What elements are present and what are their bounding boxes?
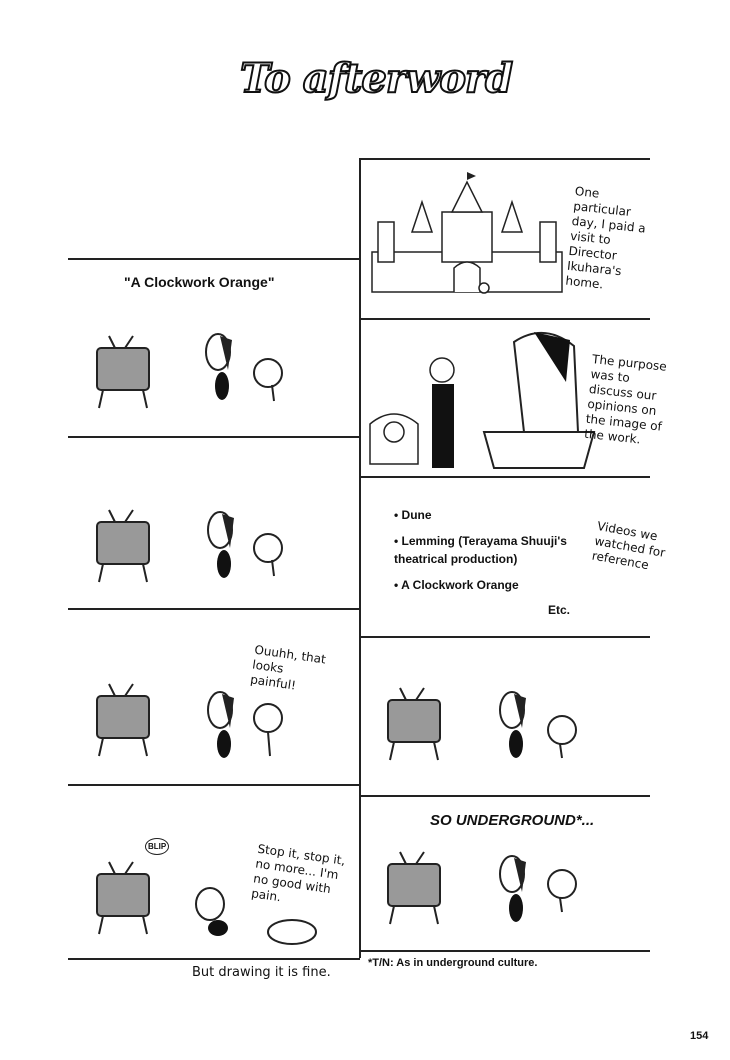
character-figure bbox=[205, 333, 232, 400]
narration-text: One particular day, I paid a visit to Di… bbox=[564, 184, 647, 292]
footer-text: But drawing it is fine. bbox=[192, 965, 331, 980]
tv-illustration bbox=[96, 683, 150, 757]
panel-border bbox=[360, 795, 650, 797]
panel-border bbox=[68, 608, 360, 610]
list-item: A Clockwork Orange bbox=[394, 576, 614, 594]
translator-note: *T/N: As in underground culture. bbox=[368, 957, 538, 969]
character-face bbox=[547, 869, 577, 913]
speech-text: Stop it, stop it, no more... I'm no good… bbox=[250, 841, 347, 905]
list-item: Lemming (Terayama Shuuji's theatrical pr… bbox=[394, 532, 614, 568]
page-number: 154 bbox=[690, 1030, 709, 1042]
panel-border bbox=[68, 258, 360, 260]
panel-border bbox=[68, 958, 360, 960]
castle-illustration bbox=[371, 172, 563, 294]
panel-border bbox=[68, 784, 360, 786]
panel-border bbox=[360, 318, 650, 320]
character-lying bbox=[267, 919, 317, 945]
sound-effect: BLIP bbox=[145, 838, 170, 855]
panel-border bbox=[360, 950, 650, 952]
narration-text: The purpose was to discuss our opinions … bbox=[583, 352, 668, 447]
panel-caption: SO UNDERGROUND*... bbox=[430, 812, 595, 829]
character-figure bbox=[207, 511, 234, 578]
video-list: Dune Lemming (Terayama Shuuji's theatric… bbox=[394, 506, 614, 602]
tv-illustration bbox=[387, 687, 441, 761]
panel-divider bbox=[359, 158, 361, 958]
panel-border bbox=[360, 158, 650, 160]
character-figure bbox=[499, 855, 526, 922]
panel-border bbox=[360, 476, 650, 478]
panel-border bbox=[68, 436, 360, 438]
character-figure bbox=[195, 887, 228, 936]
butler-figure bbox=[429, 357, 455, 468]
character-figure bbox=[499, 691, 526, 758]
character-face bbox=[253, 358, 283, 402]
tv-illustration bbox=[96, 509, 150, 583]
tv-illustration bbox=[387, 851, 441, 925]
character-face bbox=[547, 715, 577, 759]
page-title: To afterword bbox=[239, 54, 514, 103]
panel-border bbox=[360, 636, 650, 638]
character-closeup bbox=[482, 331, 596, 469]
speech-text: Ouuhh, that looks painful! bbox=[249, 642, 327, 693]
etc-text: Etc. bbox=[548, 603, 571, 617]
tv-illustration bbox=[96, 861, 150, 935]
character-figure bbox=[207, 691, 234, 758]
list-item: Dune bbox=[394, 506, 614, 524]
tv-illustration bbox=[96, 335, 150, 409]
chair-illustration bbox=[369, 413, 419, 465]
character-face bbox=[253, 703, 283, 757]
character-face bbox=[253, 533, 283, 577]
panel-caption: "A Clockwork Orange" bbox=[124, 274, 275, 290]
